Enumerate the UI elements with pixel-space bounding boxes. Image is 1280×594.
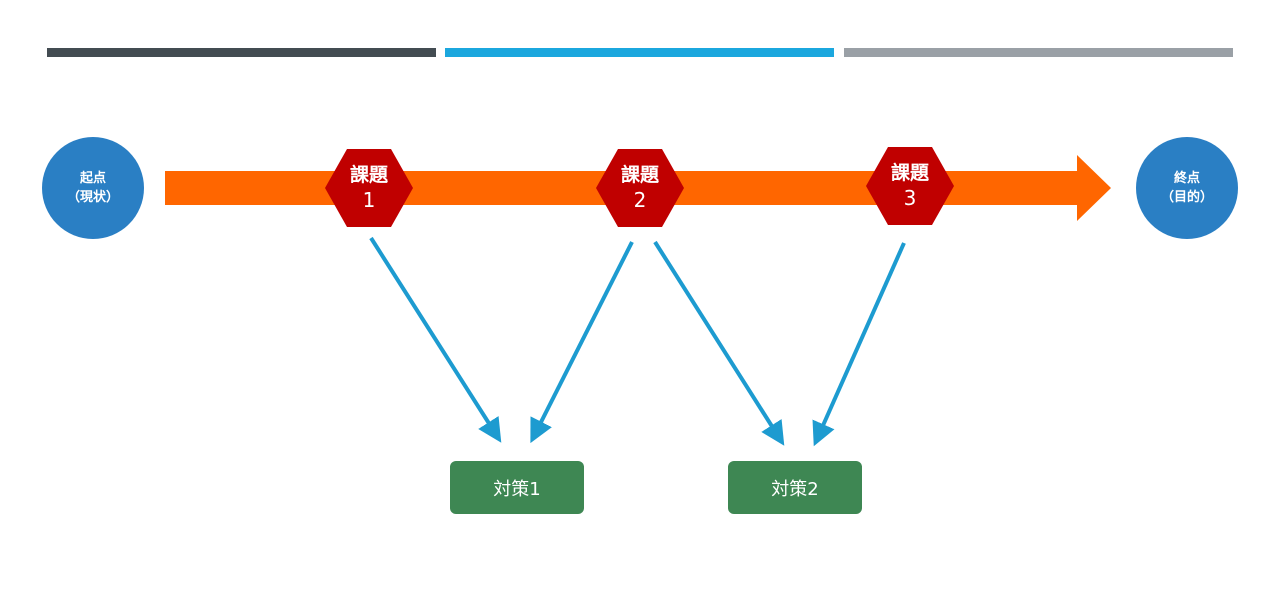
connector-arrow-2-1 [530, 241, 634, 444]
end-circle [1136, 137, 1238, 239]
header-bar-dark [47, 48, 436, 57]
start-subtitle: （現状） [66, 190, 119, 205]
issue-1: 課題 1 [325, 149, 413, 227]
end-node: 終点 （目的） [1136, 137, 1238, 239]
start-circle [42, 137, 144, 239]
header-bar-gray [844, 48, 1233, 57]
start-title: 起点 [79, 171, 106, 186]
measure-box-2: 対策2 [728, 461, 862, 514]
end-subtitle: （目的） [1160, 190, 1213, 205]
issue-label: 課題 [349, 164, 388, 186]
issue-number: 3 [903, 186, 917, 210]
measure-box-1: 対策1 [450, 461, 584, 514]
issue-hexagon-3 [866, 147, 954, 225]
issue-label: 課題 [620, 164, 659, 186]
connector-arrow-2-2 [653, 240, 785, 446]
issue-3: 課題 3 [866, 147, 954, 225]
issue-hexagon-2 [596, 149, 684, 227]
issue-label: 課題 [890, 162, 929, 184]
issue-hexagon-1 [325, 149, 413, 227]
header-bar-blue [445, 48, 834, 57]
issue-number: 1 [362, 188, 376, 212]
end-title: 終点 [1173, 171, 1200, 186]
issue-number: 2 [633, 188, 647, 212]
connector-arrow-1-1 [369, 236, 502, 443]
start-node: 起点 （現状） [42, 137, 144, 239]
issue-2: 課題 2 [596, 149, 684, 227]
connector-arrow-3-2 [812, 242, 906, 447]
